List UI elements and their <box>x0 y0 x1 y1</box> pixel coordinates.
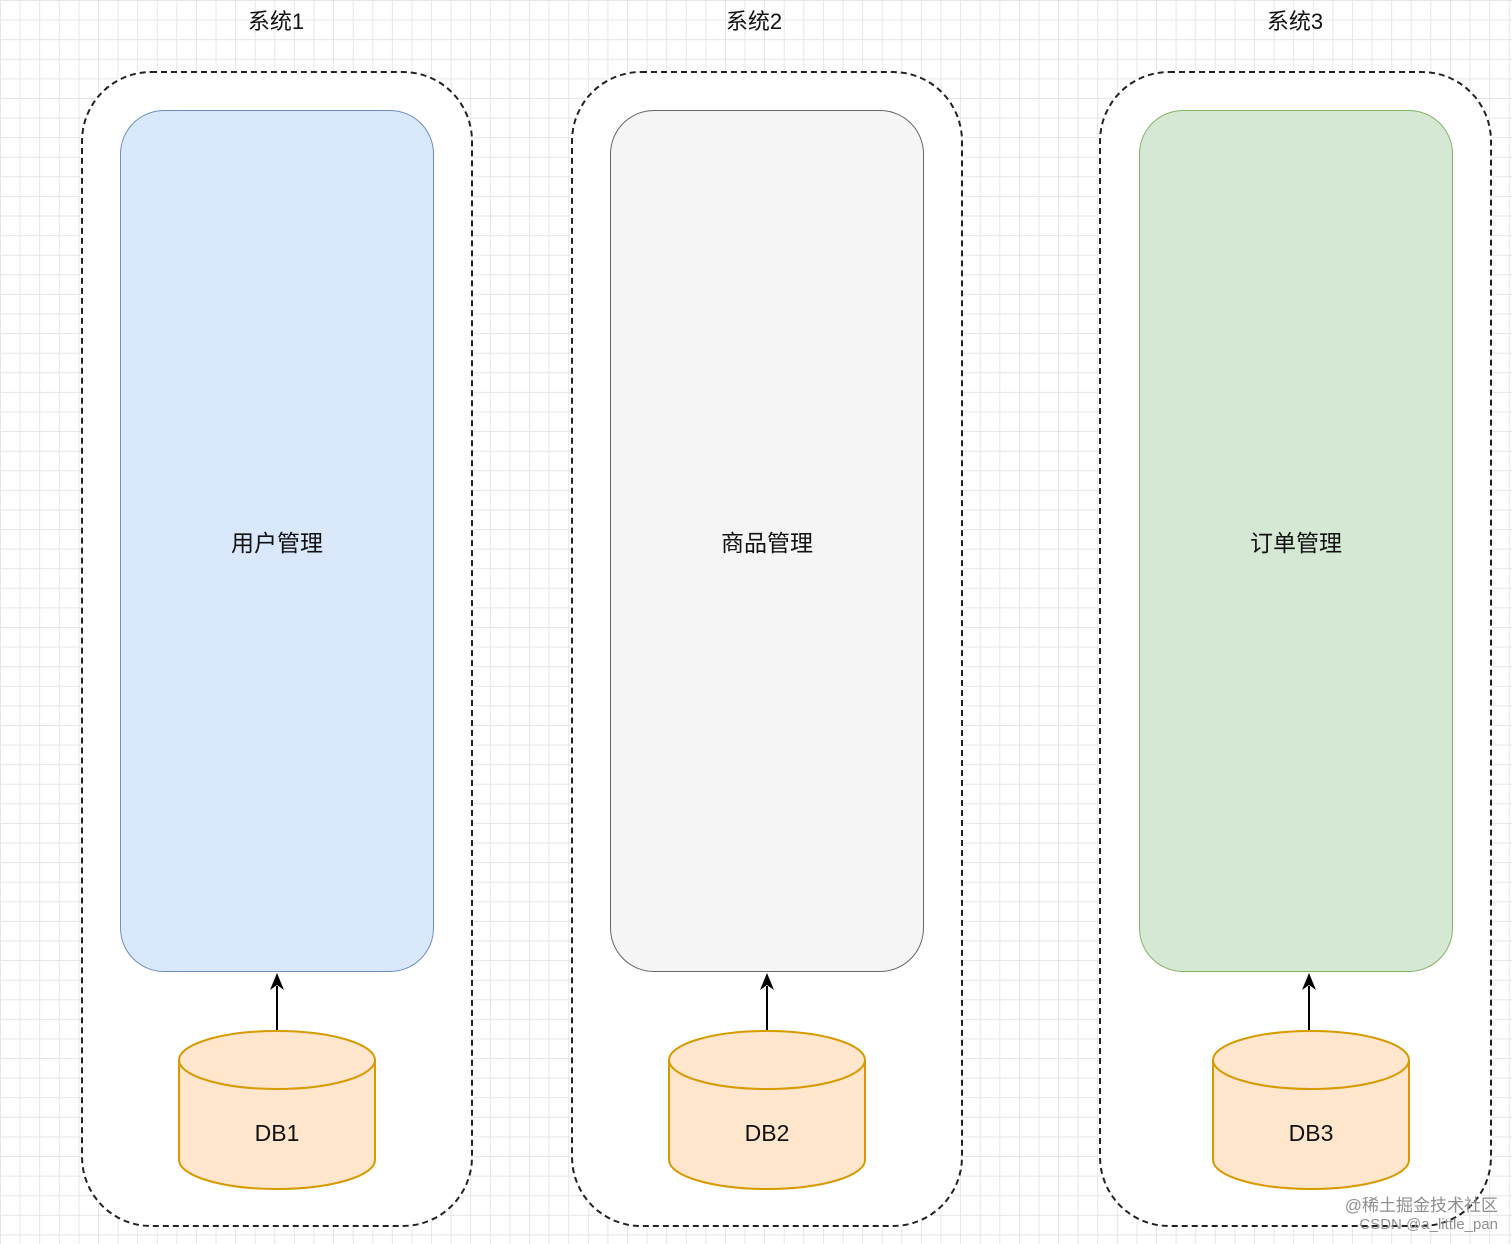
db1-cylinder[interactable]: DB1 <box>178 1030 376 1190</box>
db3-label: DB3 <box>1288 1120 1334 1146</box>
module-label: 订单管理 <box>1250 530 1342 556</box>
db3-cylinder[interactable]: DB3 <box>1212 1030 1410 1190</box>
database-icon <box>1212 1030 1410 1190</box>
db2-label: DB2 <box>744 1120 790 1146</box>
user-management-module[interactable]: 用户管理 <box>120 110 434 972</box>
system-2-title: 系统2 <box>725 9 783 34</box>
db1-label: DB1 <box>254 1120 300 1146</box>
arrow-db3-to-order-management[interactable] <box>1299 972 1319 1032</box>
order-management-module[interactable]: 订单管理 <box>1139 110 1453 972</box>
module-label: 用户管理 <box>231 530 323 556</box>
database-icon <box>668 1030 866 1190</box>
system-3-title: 系统3 <box>1266 9 1324 34</box>
module-label: 商品管理 <box>721 530 813 556</box>
database-icon <box>178 1030 376 1190</box>
system-1-title: 系统1 <box>247 9 305 34</box>
db2-cylinder[interactable]: DB2 <box>668 1030 866 1190</box>
watermark-csdn: CSDN @a_little_pan <box>1359 1216 1498 1233</box>
watermark-juejin: @稀土掘金技术社区 <box>1344 1196 1498 1215</box>
arrow-db2-to-product-management[interactable] <box>757 972 777 1032</box>
product-management-module[interactable]: 商品管理 <box>610 110 924 972</box>
arrow-db1-to-user-management[interactable] <box>267 972 287 1032</box>
